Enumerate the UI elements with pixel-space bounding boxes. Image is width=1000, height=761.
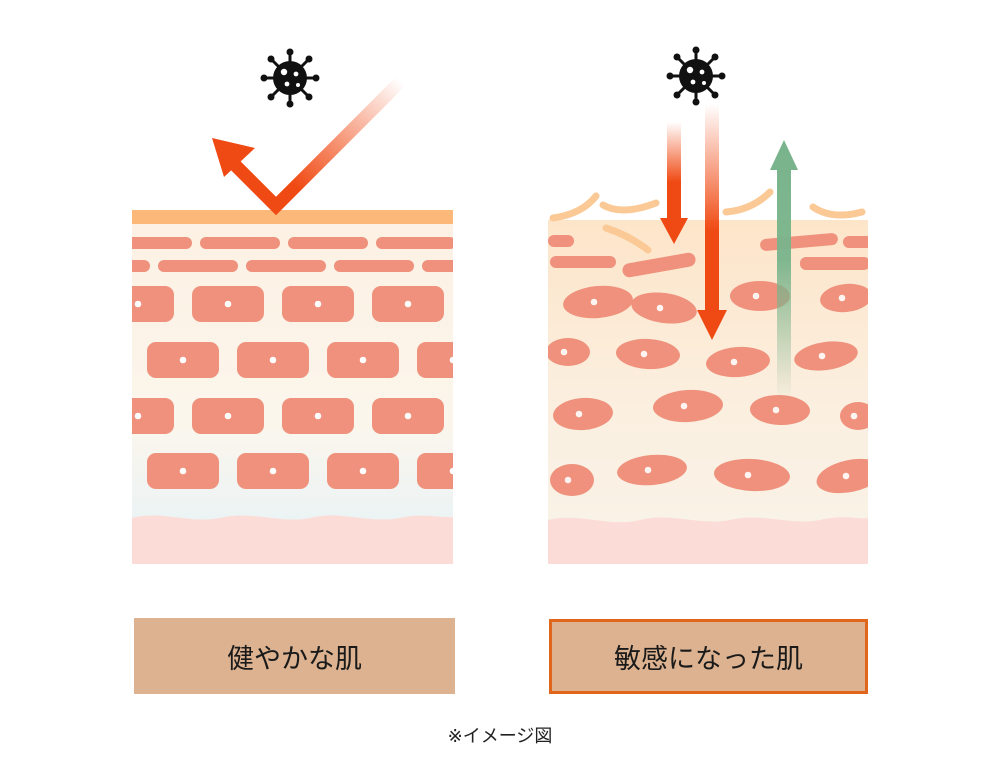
skin-cell — [730, 281, 790, 311]
cell-nucleus — [359, 467, 367, 475]
dermis-layer — [132, 515, 453, 564]
cell-nucleus — [772, 406, 780, 414]
stratum-corneum-surface — [132, 210, 453, 224]
skin-cell — [820, 283, 868, 313]
skin-cell — [616, 338, 680, 370]
cell-nucleus — [680, 402, 688, 410]
cell-nucleus — [744, 471, 752, 479]
cell-nucleus — [224, 300, 232, 308]
cell-nucleus — [359, 356, 367, 364]
skin-cell — [750, 394, 810, 426]
penetrate-arrow-icon — [660, 122, 688, 244]
cell-nucleus — [656, 304, 664, 312]
deflect-arrow-icon — [212, 77, 405, 216]
cell-nucleus — [179, 467, 187, 475]
skin-cell — [57, 453, 129, 489]
flat-cell — [246, 260, 326, 272]
cell-nucleus — [134, 300, 142, 308]
skin-cell — [794, 341, 858, 371]
cell-nucleus — [640, 350, 648, 358]
skin-cell — [617, 454, 687, 486]
cell-nucleus — [590, 298, 598, 306]
flat-cell — [158, 260, 238, 272]
skin-cell — [57, 342, 129, 378]
flat-cell — [288, 237, 368, 249]
virus-icon — [665, 45, 727, 107]
skin-cell — [816, 458, 868, 494]
flat-cell — [422, 260, 453, 272]
healthy-skin-label: 健やかな肌 — [134, 618, 455, 694]
peeling-flakes — [549, 188, 866, 254]
skin-cell — [840, 402, 868, 430]
flat-cell — [376, 237, 453, 249]
dermis-layer — [548, 517, 868, 564]
cell-nucleus — [449, 467, 453, 475]
cell-nucleus — [818, 352, 826, 360]
skin-cell — [12, 398, 84, 434]
cell-nucleus — [269, 356, 277, 364]
cell-nucleus — [575, 410, 583, 418]
skin-cell — [132, 398, 174, 434]
cell-nucleus — [730, 358, 738, 366]
moisture-escape-arrow-icon — [770, 140, 798, 400]
cell-nucleus — [560, 348, 568, 356]
virus-icon — [259, 47, 321, 109]
healthy-skin-illustration — [12, 210, 453, 564]
skin-cell — [550, 464, 594, 496]
flat-cell — [200, 237, 280, 249]
cell-nucleus — [404, 412, 412, 420]
cell-nucleus — [404, 300, 412, 308]
cell-nucleus — [564, 476, 572, 484]
skin-cell — [12, 286, 84, 322]
sensitive-skin-label: 敏感になった肌 — [549, 619, 868, 694]
flat-cell — [132, 237, 192, 249]
cell-nucleus — [179, 356, 187, 364]
flat-cell — [334, 260, 414, 272]
flat-cell — [132, 260, 150, 272]
irregular-skin-cells — [548, 281, 868, 496]
cell-nucleus — [838, 294, 846, 302]
skin-cells — [12, 286, 453, 489]
cell-nucleus — [842, 472, 850, 480]
cell-nucleus — [224, 412, 232, 420]
cell-nucleus — [314, 412, 322, 420]
penetrate-arrow-icon — [697, 104, 727, 340]
cell-nucleus — [752, 292, 760, 300]
skin-cell — [548, 338, 590, 366]
skin-cell — [631, 292, 697, 324]
flat-cell-layers — [132, 237, 453, 272]
skin-cell — [417, 453, 453, 489]
cell-nucleus — [90, 357, 97, 364]
skin-cell — [714, 458, 790, 492]
cell-nucleus — [45, 301, 52, 308]
cell-nucleus — [134, 412, 142, 420]
skin-cell — [132, 286, 174, 322]
skin-cell — [706, 346, 770, 378]
image-caption: ※イメージ図 — [447, 726, 553, 747]
skin-cell — [563, 285, 633, 319]
cell-nucleus — [90, 468, 97, 475]
cell-nucleus — [850, 412, 858, 420]
skin-cell — [417, 342, 453, 378]
skin-cell — [553, 397, 613, 431]
cell-nucleus — [45, 413, 52, 420]
sensitive-skin-illustration — [548, 188, 868, 564]
skin-cell — [653, 389, 723, 423]
cell-nucleus — [449, 356, 453, 364]
cell-nucleus — [644, 466, 652, 474]
cell-nucleus — [314, 300, 322, 308]
cell-nucleus — [269, 467, 277, 475]
